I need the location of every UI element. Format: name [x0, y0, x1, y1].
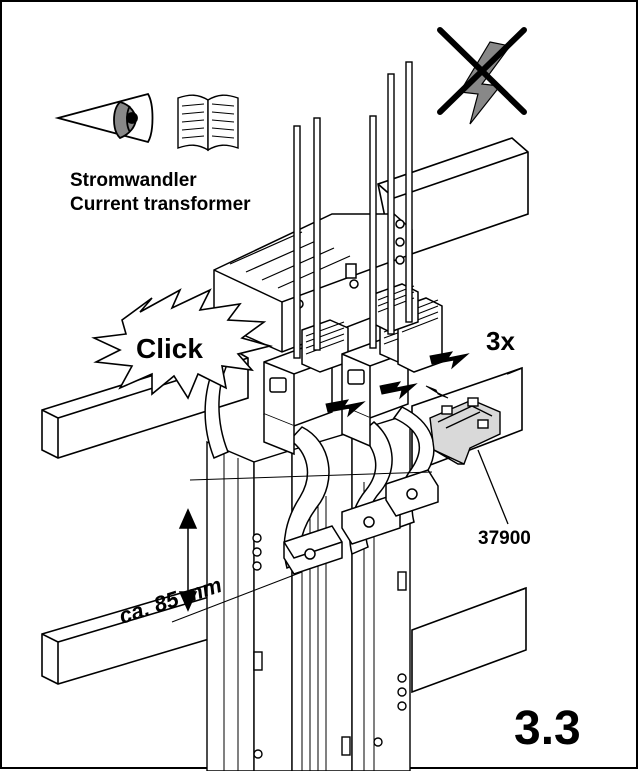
tap-rods	[293, 61, 413, 359]
busbar-adapter-37900	[429, 397, 501, 465]
part-leader-line	[477, 449, 509, 525]
busbar-lower-right	[411, 586, 527, 694]
click-label: Click	[136, 333, 203, 364]
eye-icon	[54, 92, 154, 144]
click-burst	[91, 288, 274, 400]
title-de: Stromwandler	[70, 170, 197, 191]
arrow-4	[425, 385, 449, 399]
device-housing	[213, 213, 413, 353]
insertion-arrows	[325, 351, 470, 418]
arrow-2	[379, 381, 418, 400]
count-label: 3x	[486, 326, 515, 356]
arrow-3	[429, 351, 470, 370]
book-icon	[177, 94, 239, 152]
part-number-label: 37900	[478, 528, 531, 549]
clamp-blocks	[283, 469, 439, 575]
step-number: 3.3	[514, 702, 581, 755]
arrow-1	[325, 399, 366, 418]
no-voltage-icon	[437, 27, 527, 125]
title-en: Current transformer	[70, 194, 251, 215]
dimension-indicator	[171, 471, 433, 623]
